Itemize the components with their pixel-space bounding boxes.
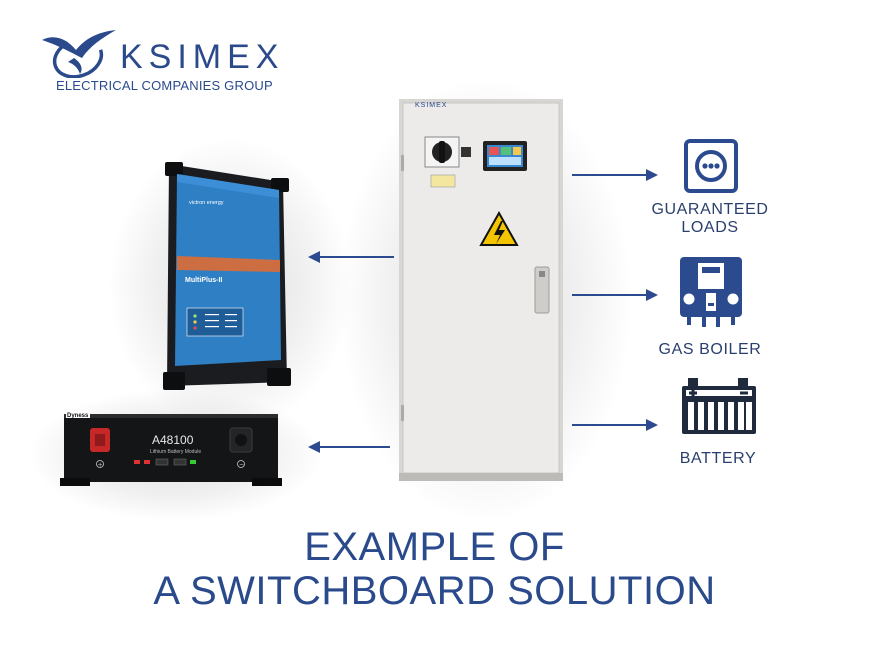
guaranteed-loads-label: GUARANTEED LOADS	[630, 201, 790, 237]
arrow-to-guaranteed-loads	[572, 169, 658, 181]
arrow-to-battery-module	[308, 441, 390, 453]
brand-name: KSIMEX	[120, 38, 285, 76]
inverter-model: MultiPlus-II	[185, 277, 222, 284]
inverter-image: victron energy MultiPlus-II	[163, 162, 291, 390]
arrow-to-gas-boiler	[572, 289, 658, 301]
gas-boiler-label: GAS BOILER	[630, 341, 790, 359]
gas-boiler-line1: GAS BOILER	[658, 341, 762, 358]
gas-boiler-icon	[680, 257, 742, 327]
cabinet-brand: KSIMEX	[415, 102, 447, 109]
battery-module-image: Dyness + − A48100 Lithium Battery Module	[60, 411, 282, 486]
battery-icon	[682, 378, 756, 434]
battery-line1: BATTERY	[679, 450, 757, 467]
battery-label: BATTERY	[638, 450, 798, 468]
headline-line2: A SWITCHBOARD SOLUTION	[153, 569, 716, 613]
ksimex-logo: KSIMEX ELECTRICAL COMPANIES GROUP	[40, 28, 300, 98]
guaranteed-loads-line2: LOADS	[681, 219, 739, 236]
svg-text:−: −	[239, 461, 244, 468]
inverter-brand: victron energy	[189, 200, 224, 206]
brand-tagline: ELECTRICAL COMPANIES GROUP	[56, 78, 273, 93]
power-socket-icon	[684, 139, 738, 193]
seagull-logo-icon	[42, 30, 116, 78]
battery-caption: Lithium Battery Module	[150, 449, 201, 455]
switchboard-cabinet-image: KSIMEX	[399, 99, 563, 481]
headline-line1: EXAMPLE OF	[304, 525, 565, 569]
guaranteed-loads-line1: GUARANTEED	[651, 201, 769, 218]
arrow-to-battery	[572, 419, 658, 431]
battery-model: A48100	[152, 433, 194, 447]
battery-brand: Dyness	[67, 413, 89, 419]
headline: EXAMPLE OF A SWITCHBOARD SOLUTION	[0, 525, 869, 613]
arrow-to-inverter	[308, 251, 394, 263]
svg-text:+: +	[98, 461, 103, 468]
